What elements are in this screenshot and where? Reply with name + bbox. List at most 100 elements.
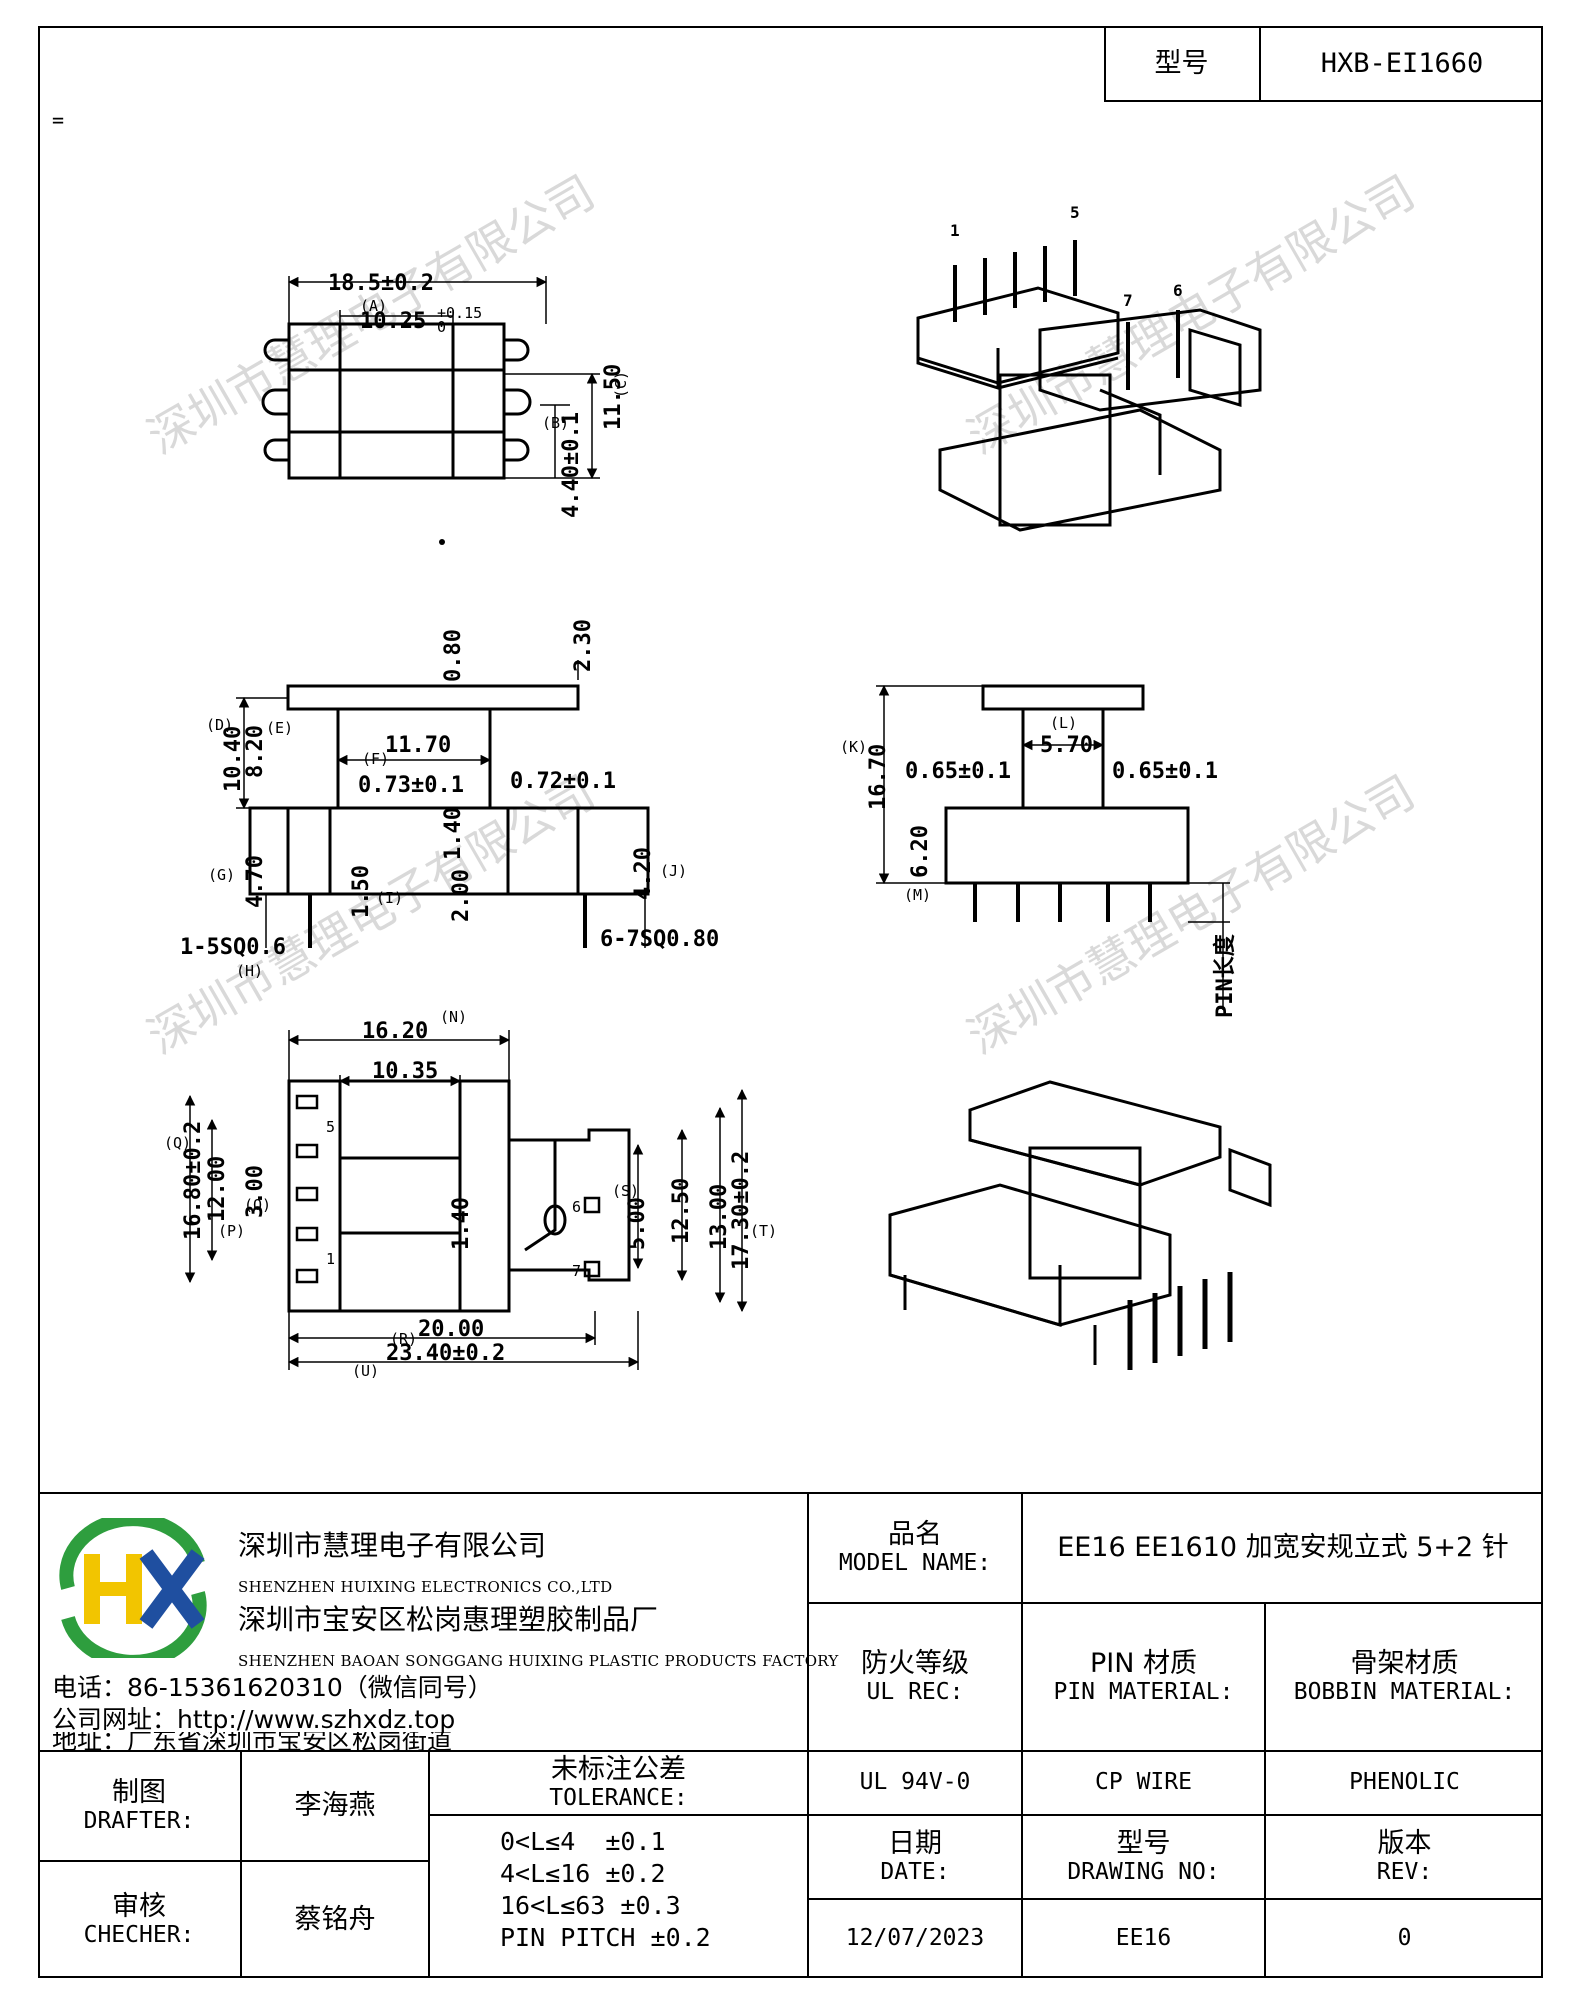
rev-zh: 版本 <box>1377 1827 1432 1859</box>
dim-text: 23.40±0.2 <box>386 1341 505 1366</box>
model-name-label: 品名 MODEL NAME: <box>809 1494 1021 1602</box>
dim-text: 12.50 <box>669 1178 694 1244</box>
title-block-vline <box>428 1750 430 1978</box>
side-view <box>876 684 1230 1010</box>
bobbin-material-en: BOBBIN MATERIAL: <box>1293 1678 1516 1705</box>
logo-h-bar <box>84 1582 142 1596</box>
iso-bottom-view <box>888 1080 1272 1370</box>
dim-text: 1.40 <box>449 1197 474 1250</box>
company-address: 地址：广东省深圳市宝安区松岗街道 <box>52 1732 453 1750</box>
ul-rec-zh: 防火等级 <box>861 1647 969 1679</box>
iso-top-view <box>916 240 1262 532</box>
tolerance-zh: 未标注公差 <box>551 1753 686 1785</box>
dim-label: (K) <box>840 738 867 756</box>
date-zh: 日期 <box>888 1827 942 1859</box>
top-view <box>261 276 600 480</box>
model-name-en: MODEL NAME: <box>838 1549 992 1576</box>
dim-label: (A) <box>360 297 387 315</box>
tolerance-line: PIN PITCH ±0.2 <box>500 1923 711 1952</box>
dim-label: (P) <box>218 1222 245 1240</box>
title-block-vline <box>807 1492 809 1978</box>
dim-text: 18.5±0.2 <box>328 271 434 296</box>
dim-label: (U) <box>352 1362 379 1380</box>
model-name-value: EE16 EE1610 加宽安规立式 5+2 针 <box>1057 1532 1509 1564</box>
dim-text: 0.72±0.1 <box>510 769 616 794</box>
dot-mark <box>439 539 445 545</box>
checker-en: CHECHER: <box>83 1921 195 1948</box>
company-name-zh-1: 深圳市慧理电子有限公司 <box>238 1529 547 1562</box>
company-website: 公司网址：http://www.szhxdz.top <box>52 1705 456 1734</box>
dim-label: (B) <box>542 414 569 432</box>
company-logo <box>59 1518 207 1658</box>
side-view-dims: 16.70 (K) (L) 5.70 0.65±0.1 0.65±0.1 6.2… <box>840 714 1238 1018</box>
company-phone: 电话：86-15361620310（微信同号） <box>52 1673 493 1702</box>
title-block-line <box>38 1860 428 1862</box>
technical-drawing: 深圳市慧理电子有限公司 深圳市慧理电子有限公司 深圳市慧理电子有限公司 深圳市慧… <box>139 165 1424 1380</box>
rev-label: 版本 REV: <box>1266 1816 1543 1898</box>
header-model-box <box>1104 26 1543 102</box>
dim-label: (N) <box>440 1008 467 1026</box>
title-block-line <box>428 1814 807 1816</box>
pin-material-label: PIN 材质 PIN MATERIAL: <box>1023 1604 1264 1750</box>
header-model-value: HXB-EI1660 <box>1320 47 1484 79</box>
bobbin-material-value: PHENOLIC <box>1349 1769 1460 1796</box>
title-block-line <box>807 1814 1543 1816</box>
company-name-en-1: SHENZHEN HUIXING ELECTRONICS CO.,LTD <box>238 1578 613 1596</box>
dim-text: 1.40 <box>441 807 466 860</box>
tolerance-list: 0<L≤4 ±0.1 4<L≤16 ±0.2 16<L≤63 ±0.3 PIN … <box>500 1826 800 1954</box>
checker-zh: 审核 <box>112 1890 166 1922</box>
front-view-dims: 0.80 2.30 10.40 8.20 (D) (E) 11.70 (F) 0… <box>180 619 719 980</box>
dim-text: 11.70 <box>385 733 451 758</box>
pin-material-zh: PIN 材质 <box>1089 1647 1198 1679</box>
dim-label: (L) <box>1050 714 1077 732</box>
dim-text: 4.70 <box>243 855 268 908</box>
dim-text: 0.73±0.1 <box>358 773 464 798</box>
pin-label: 5 <box>1070 203 1080 222</box>
pin-label: 6 <box>572 1198 581 1216</box>
drafter-en: DRAFTER: <box>83 1807 195 1834</box>
dim-label: (G) <box>208 866 235 884</box>
dim-text: 8.20 <box>243 725 268 778</box>
pin-material-en: PIN MATERIAL: <box>1053 1678 1234 1705</box>
drawing-no-zh: 型号 <box>1116 1827 1171 1859</box>
drawing-no-label: 型号 DRAWING NO: <box>1023 1816 1264 1898</box>
tolerance-line: 16<L≤63 ±0.3 <box>500 1891 681 1920</box>
dim-text: 1-5SQ0.6 <box>180 935 286 960</box>
company-name-zh-2: 深圳市宝安区松岗惠理塑胶制品厂 <box>238 1603 659 1636</box>
bobbin-material-zh: 骨架材质 <box>1350 1647 1459 1679</box>
pin-label: 7 <box>572 1262 581 1280</box>
pin-label: 5 <box>326 1118 335 1136</box>
pin-material-value: CP WIRE <box>1095 1769 1192 1796</box>
dim-text: 12.00 <box>205 1156 230 1222</box>
date-label: 日期 DATE: <box>809 1816 1021 1898</box>
dim-label: (R) <box>390 1330 417 1348</box>
dim-text: 10.35 <box>372 1059 438 1084</box>
dim-text: 6.20 <box>908 825 933 878</box>
dim-text: 17.30±0.2 <box>729 1151 754 1270</box>
dim-text: 10.25 <box>360 309 426 334</box>
ul-rec-en: UL REC: <box>866 1678 964 1705</box>
dim-label: (C) <box>612 371 630 398</box>
date-value: 12/07/2023 <box>845 1925 985 1952</box>
dim-text: 3.00 <box>243 1165 268 1218</box>
title-block-line <box>38 1750 1543 1752</box>
dim-label: (E) <box>266 719 293 737</box>
dim-label: (T) <box>750 1222 777 1240</box>
tolerance-en: TOLERANCE: <box>549 1784 688 1811</box>
logo-arc-top <box>59 1518 205 1590</box>
pin-label: 7 <box>1123 291 1133 310</box>
dim-label: (I) <box>376 889 403 907</box>
tolerance-line: 4<L≤16 ±0.2 <box>500 1859 666 1888</box>
company-name-en-2: SHENZHEN BAOAN SONGGANG HUIXING PLASTIC … <box>238 1652 839 1670</box>
pin-label: 1 <box>326 1250 335 1268</box>
title-block-vline <box>1264 1602 1266 1978</box>
dim-text: 0.65±0.1 <box>905 759 1011 784</box>
drafter-label: 制图 DRAFTER: <box>38 1752 240 1860</box>
dim-text: 4.40±0.1 <box>559 412 584 518</box>
tolerance-line: 0<L≤4 ±0.1 <box>500 1827 666 1856</box>
title-block-line <box>807 1898 1543 1900</box>
title-block-vline <box>1021 1492 1023 1978</box>
dim-text: 20.00 <box>418 1317 484 1342</box>
watermark-text: 深圳市慧理电子有限公司 <box>959 165 1424 465</box>
dim-text: 13.00 <box>707 1184 732 1250</box>
